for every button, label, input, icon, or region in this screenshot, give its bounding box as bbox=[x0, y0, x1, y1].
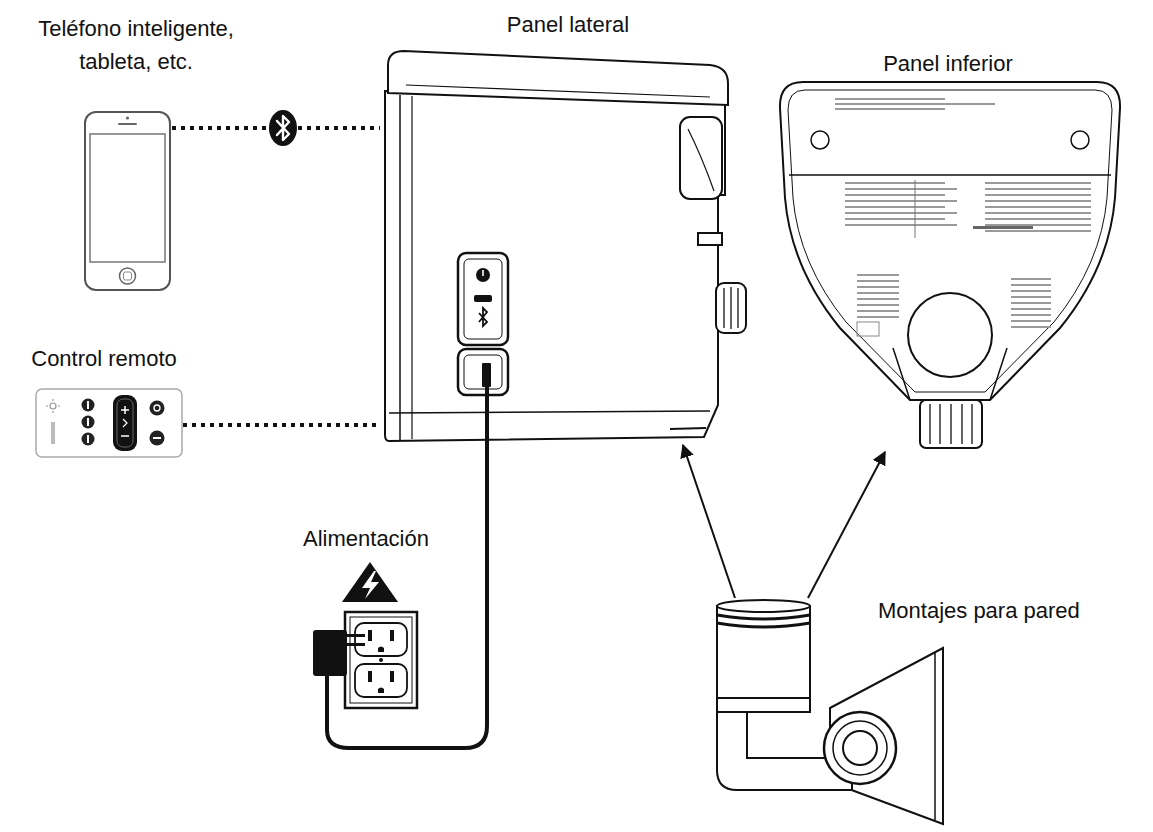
power-outlet-drawing bbox=[305, 560, 420, 712]
part-label: Panel lateral bbox=[507, 8, 629, 41]
remote-link bbox=[183, 423, 380, 427]
part-label: Panel inferior bbox=[883, 47, 1013, 80]
power-cable bbox=[327, 445, 487, 748]
remote-control: Control remoto bbox=[35, 388, 183, 458]
speaker-side-panel-drawing bbox=[380, 45, 752, 445]
power-outlet: Alimentación bbox=[305, 560, 420, 712]
remote-control-drawing bbox=[35, 388, 183, 458]
wall-mount-drawing bbox=[712, 598, 950, 826]
mount-arrow bbox=[683, 445, 735, 598]
speaker-bottom-panel-drawing bbox=[775, 78, 1125, 452]
speaker-bottom-panel: Panel inferior bbox=[775, 78, 1125, 452]
speaker-side-panel: Panel lateral bbox=[380, 45, 752, 445]
part-label: Teléfono inteligente, tableta, etc. bbox=[5, 12, 267, 78]
wall-mount: Montajes para pared bbox=[712, 598, 950, 826]
part-label: Control remoto bbox=[31, 342, 177, 375]
smartphone-device: Teléfono inteligente, tableta, etc. bbox=[83, 110, 172, 292]
part-label: Montajes para pared bbox=[878, 594, 1080, 627]
mount-arrow bbox=[808, 452, 885, 598]
part-label: Alimentación bbox=[303, 522, 429, 555]
smartphone-device-drawing bbox=[83, 110, 172, 292]
